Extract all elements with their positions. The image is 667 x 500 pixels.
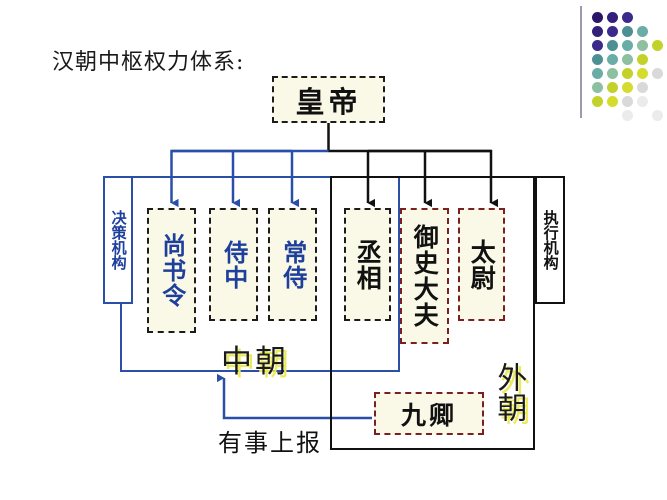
node-chengxiang[interactable]: 丞相 [344, 208, 391, 321]
node-changshi-label: 常侍 [278, 239, 307, 290]
node-decision-organ-label: 决策机构 [109, 210, 128, 270]
node-yushidafu-label: 御史大夫 [410, 224, 440, 328]
deco-dot [592, 96, 603, 107]
deco-dot [652, 40, 663, 51]
node-taiwei-label: 太尉 [467, 238, 497, 291]
deco-dot [592, 68, 603, 79]
deco-dot [592, 82, 603, 93]
deco-dot [622, 54, 633, 65]
node-shizhong[interactable]: 侍中 [209, 208, 258, 321]
deco-dot [637, 96, 648, 107]
deco-dot [622, 96, 633, 107]
node-taiwei[interactable]: 太尉 [458, 208, 505, 321]
deco-dot [607, 12, 618, 23]
deco-dot [622, 68, 633, 79]
decorative-dot-grid [580, 6, 664, 121]
node-yushidafu[interactable]: 御史大夫 [400, 208, 449, 344]
deco-dot [652, 110, 663, 121]
deco-dot [607, 82, 618, 93]
node-emperor[interactable]: 皇帝 [272, 76, 385, 123]
deco-dot [622, 82, 633, 93]
deco-dot [637, 82, 648, 93]
deco-vertical-rule [580, 6, 582, 118]
outer-court-container [330, 176, 535, 450]
deco-dot [637, 40, 648, 51]
node-exec-organ[interactable]: 执行机构 [535, 176, 565, 304]
deco-dot [592, 54, 603, 65]
node-exec-organ-label: 执行机构 [541, 210, 560, 270]
deco-dot [607, 26, 618, 37]
node-shangshuling[interactable]: 尚书令 [147, 208, 196, 333]
deco-dot [622, 26, 633, 37]
deco-dot [592, 40, 603, 51]
label-report-upward: 有事上报 [218, 429, 322, 457]
node-changshi[interactable]: 常侍 [268, 208, 317, 321]
deco-dot [607, 96, 618, 107]
deco-dot [637, 26, 648, 37]
deco-dot [622, 110, 633, 121]
node-emperor-label: 皇帝 [295, 84, 362, 119]
node-chengxiang-label: 丞相 [353, 238, 383, 291]
deco-dot [622, 12, 633, 23]
label-outer-court: 外朝 [491, 362, 527, 422]
node-shizhong-label: 侍中 [219, 239, 248, 290]
deco-dot [592, 12, 603, 23]
deco-dot [652, 68, 663, 79]
deco-dot [637, 54, 648, 65]
deco-dot [622, 40, 633, 51]
page-title: 汉朝中枢权力体系: [52, 50, 245, 75]
deco-dot [607, 40, 618, 51]
deco-dot [607, 54, 618, 65]
deco-dot [637, 68, 648, 79]
node-decision-organ[interactable]: 决策机构 [103, 176, 133, 304]
node-nine-ministers[interactable]: 九卿 [374, 392, 484, 435]
node-nine-ministers-label: 九卿 [400, 400, 457, 430]
deco-dot [592, 26, 603, 37]
deco-dot [607, 68, 618, 79]
node-shangshuling-label: 尚书令 [157, 233, 186, 308]
label-inner-court: 中朝 [221, 344, 289, 380]
